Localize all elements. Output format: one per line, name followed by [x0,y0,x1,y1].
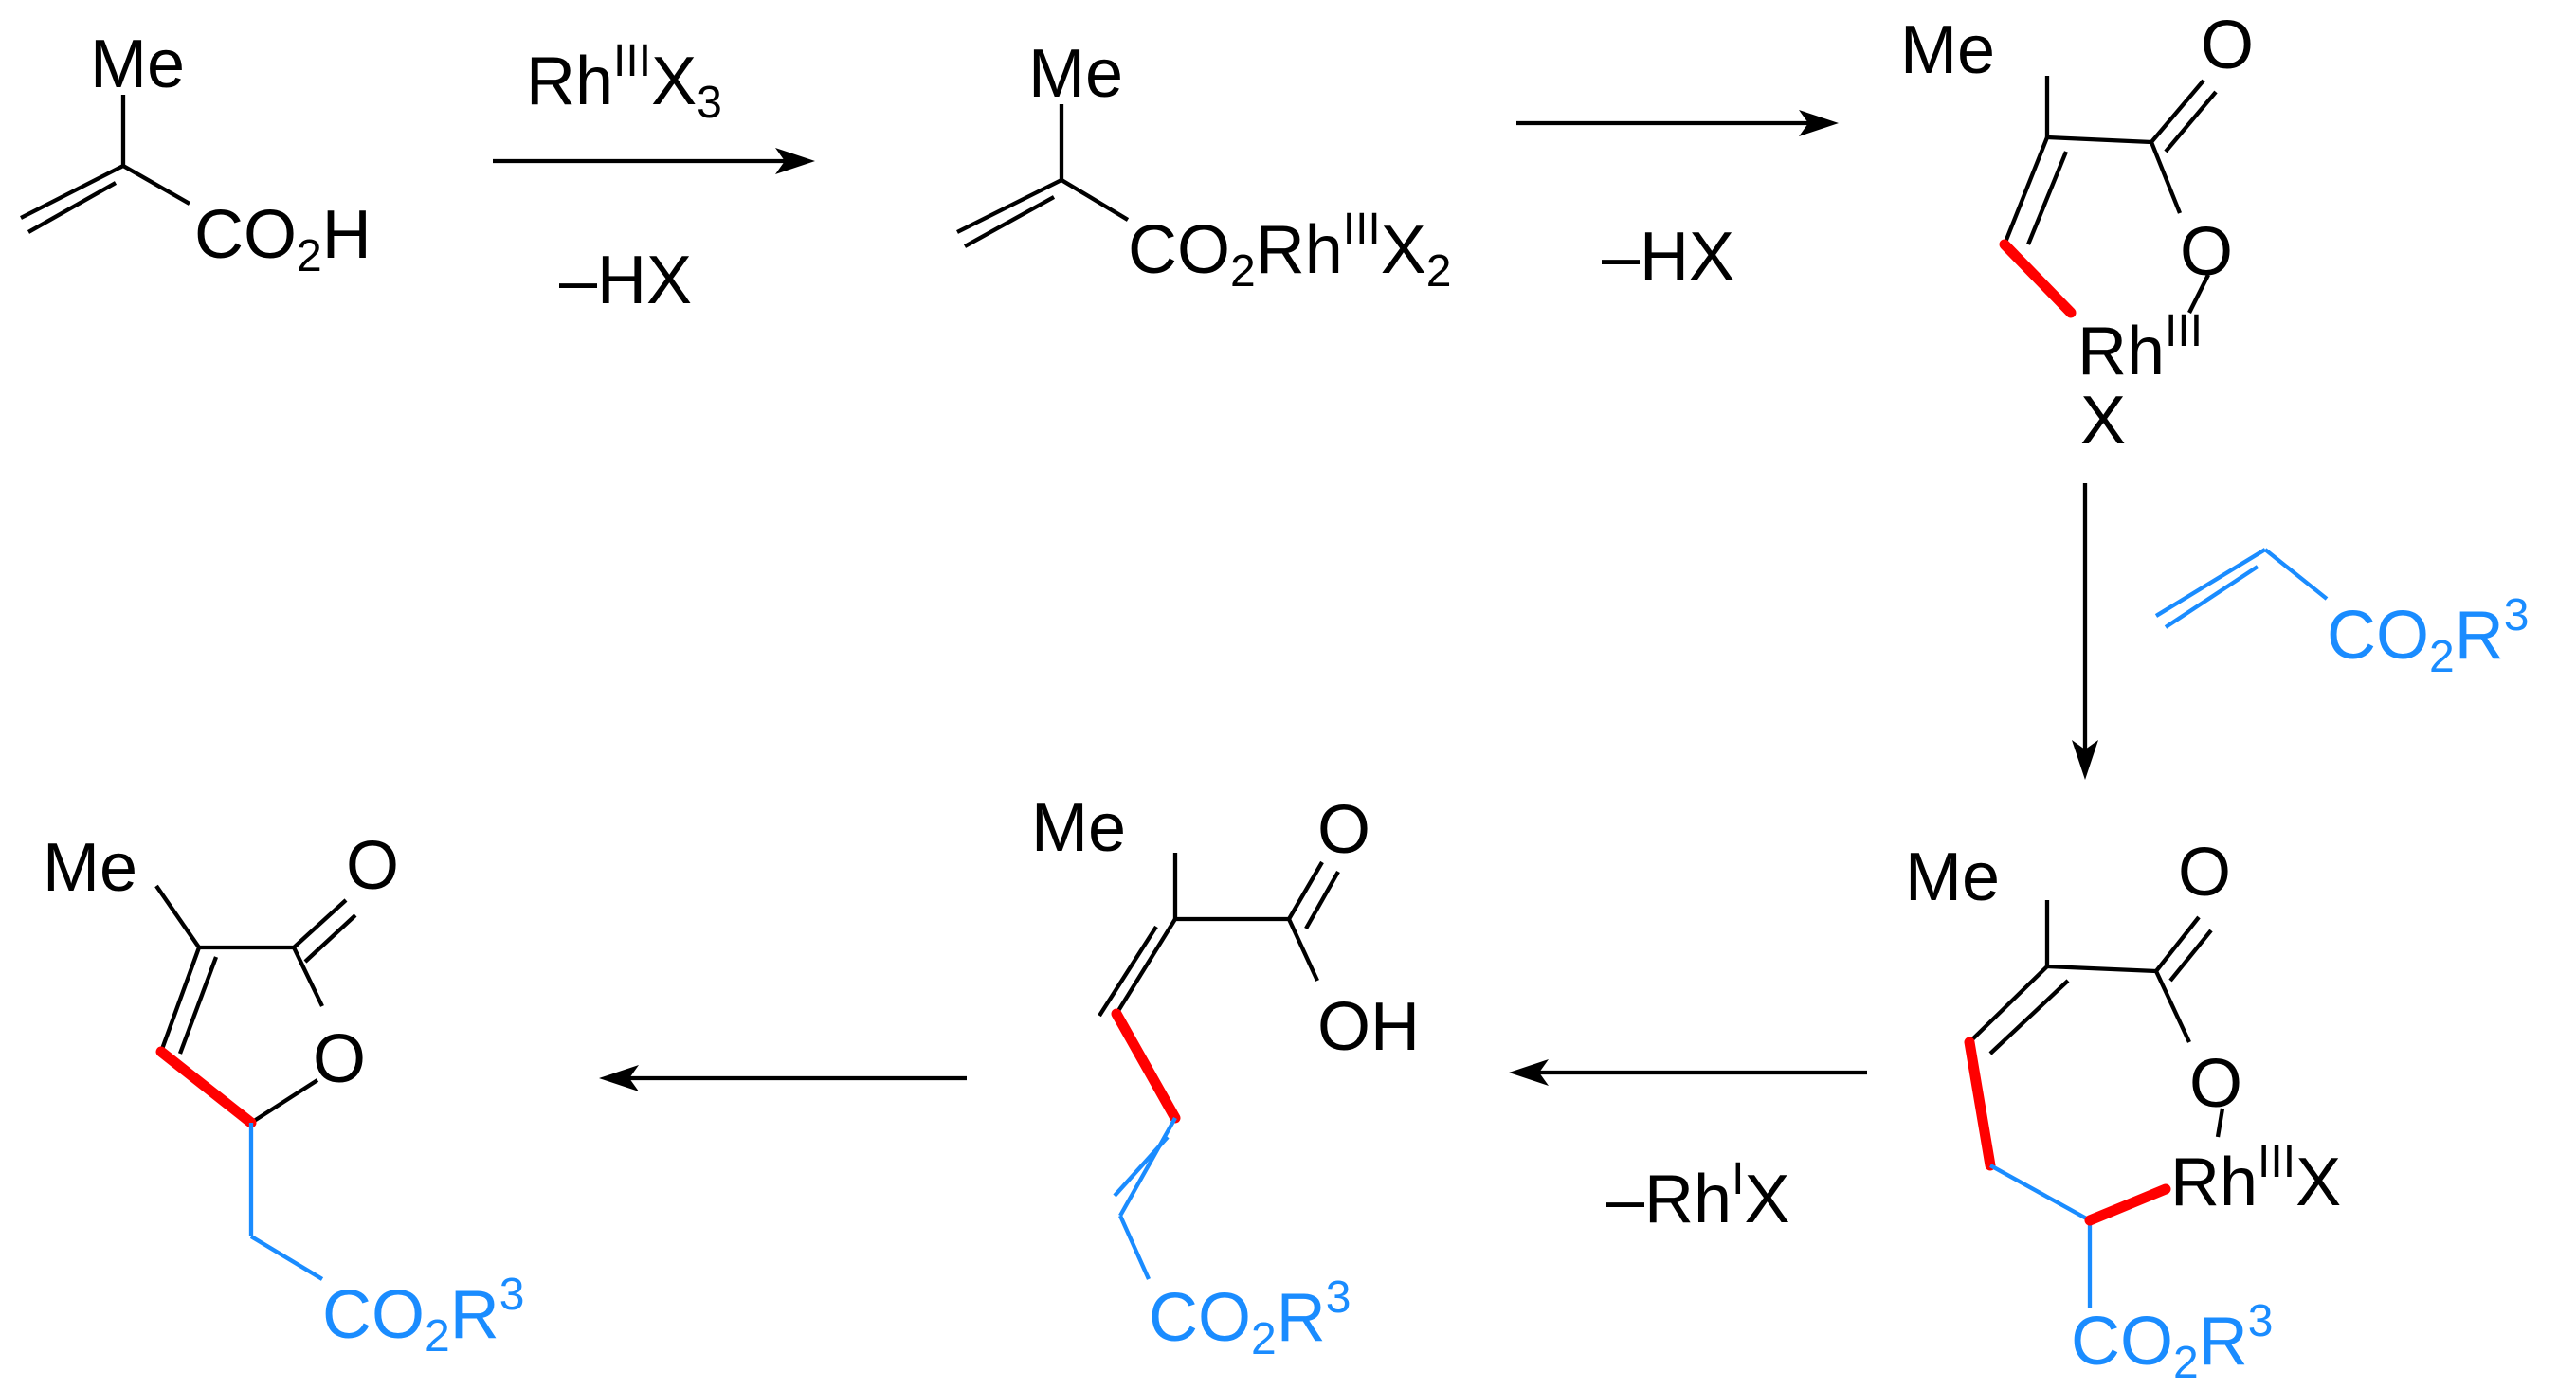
byproduct-rh-i-x: –RhIX [1606,1154,1789,1237]
reagent-acrylate: CO2R3 [2154,548,2529,682]
label-carbonyl-o: O [2201,8,2254,83]
label-carbonyl-o: O [346,828,399,904]
bond-double-ch2-inner [27,181,118,234]
label-rh-iii: RhIII [2077,306,2203,389]
label-me: Me [1900,12,1995,88]
compound-rh-carboxylate: Me CO2RhIIIX2 [956,36,1452,297]
byproduct-hx-2: –HX [1602,219,1734,295]
label-x: X [2080,383,2126,459]
bond-c-co2h [121,164,191,206]
label-carbonyl-o: O [2178,835,2231,911]
label-me: Me [1905,839,2000,915]
compound-dienoic-acid: Me O OH CO2R3 [1031,790,1420,1364]
arrow-step-5 [599,1065,967,1091]
label-ring-o: O [2180,214,2233,290]
reagent-rh-x3: RhIIIX3 [526,36,722,128]
label-co2-rh-x2: CO2RhIIIX2 [1128,205,1452,297]
compound-rhodacycle: Me O O RhIII X [1900,8,2254,459]
label-ring-o: O [313,1021,366,1097]
label-carbonyl-o: O [1317,792,1370,868]
label-me: Me [1031,790,1126,866]
arrow-step-2: –HX [1516,110,1839,295]
label-co2r3: CO2R3 [2071,1296,2273,1388]
label-me: Me [43,830,137,906]
label-me: Me [90,27,185,102]
arrow-step-4: –RhIX [1509,1059,1867,1237]
label-rh-iii-x: RhIIIX [2170,1137,2341,1220]
bond-double-ch2 [20,164,124,220]
label-co2r3: CO2R3 [2327,590,2529,682]
byproduct-hx-1: –HX [559,243,692,318]
arrow-step-1: RhIIIX3 –HX [493,36,815,318]
label-oh: OH [1317,989,1420,1065]
compound-butenolide: Me O O CO2R3 [43,828,524,1362]
label-co2h: CO2H [194,197,372,281]
label-me: Me [1028,36,1123,112]
label-ring-o: O [2189,1046,2242,1122]
label-co2r3: CO2R3 [322,1270,524,1362]
compound-insertion-intermediate: Me O O RhIIIX CO2R3 [1905,835,2341,1388]
label-co2r3: CO2R3 [1149,1272,1351,1364]
arrow-step-3 [2072,483,2098,780]
compound-methacrylic-acid: Me CO2H [20,27,372,281]
bond-c-rh-new [1999,239,2077,318]
